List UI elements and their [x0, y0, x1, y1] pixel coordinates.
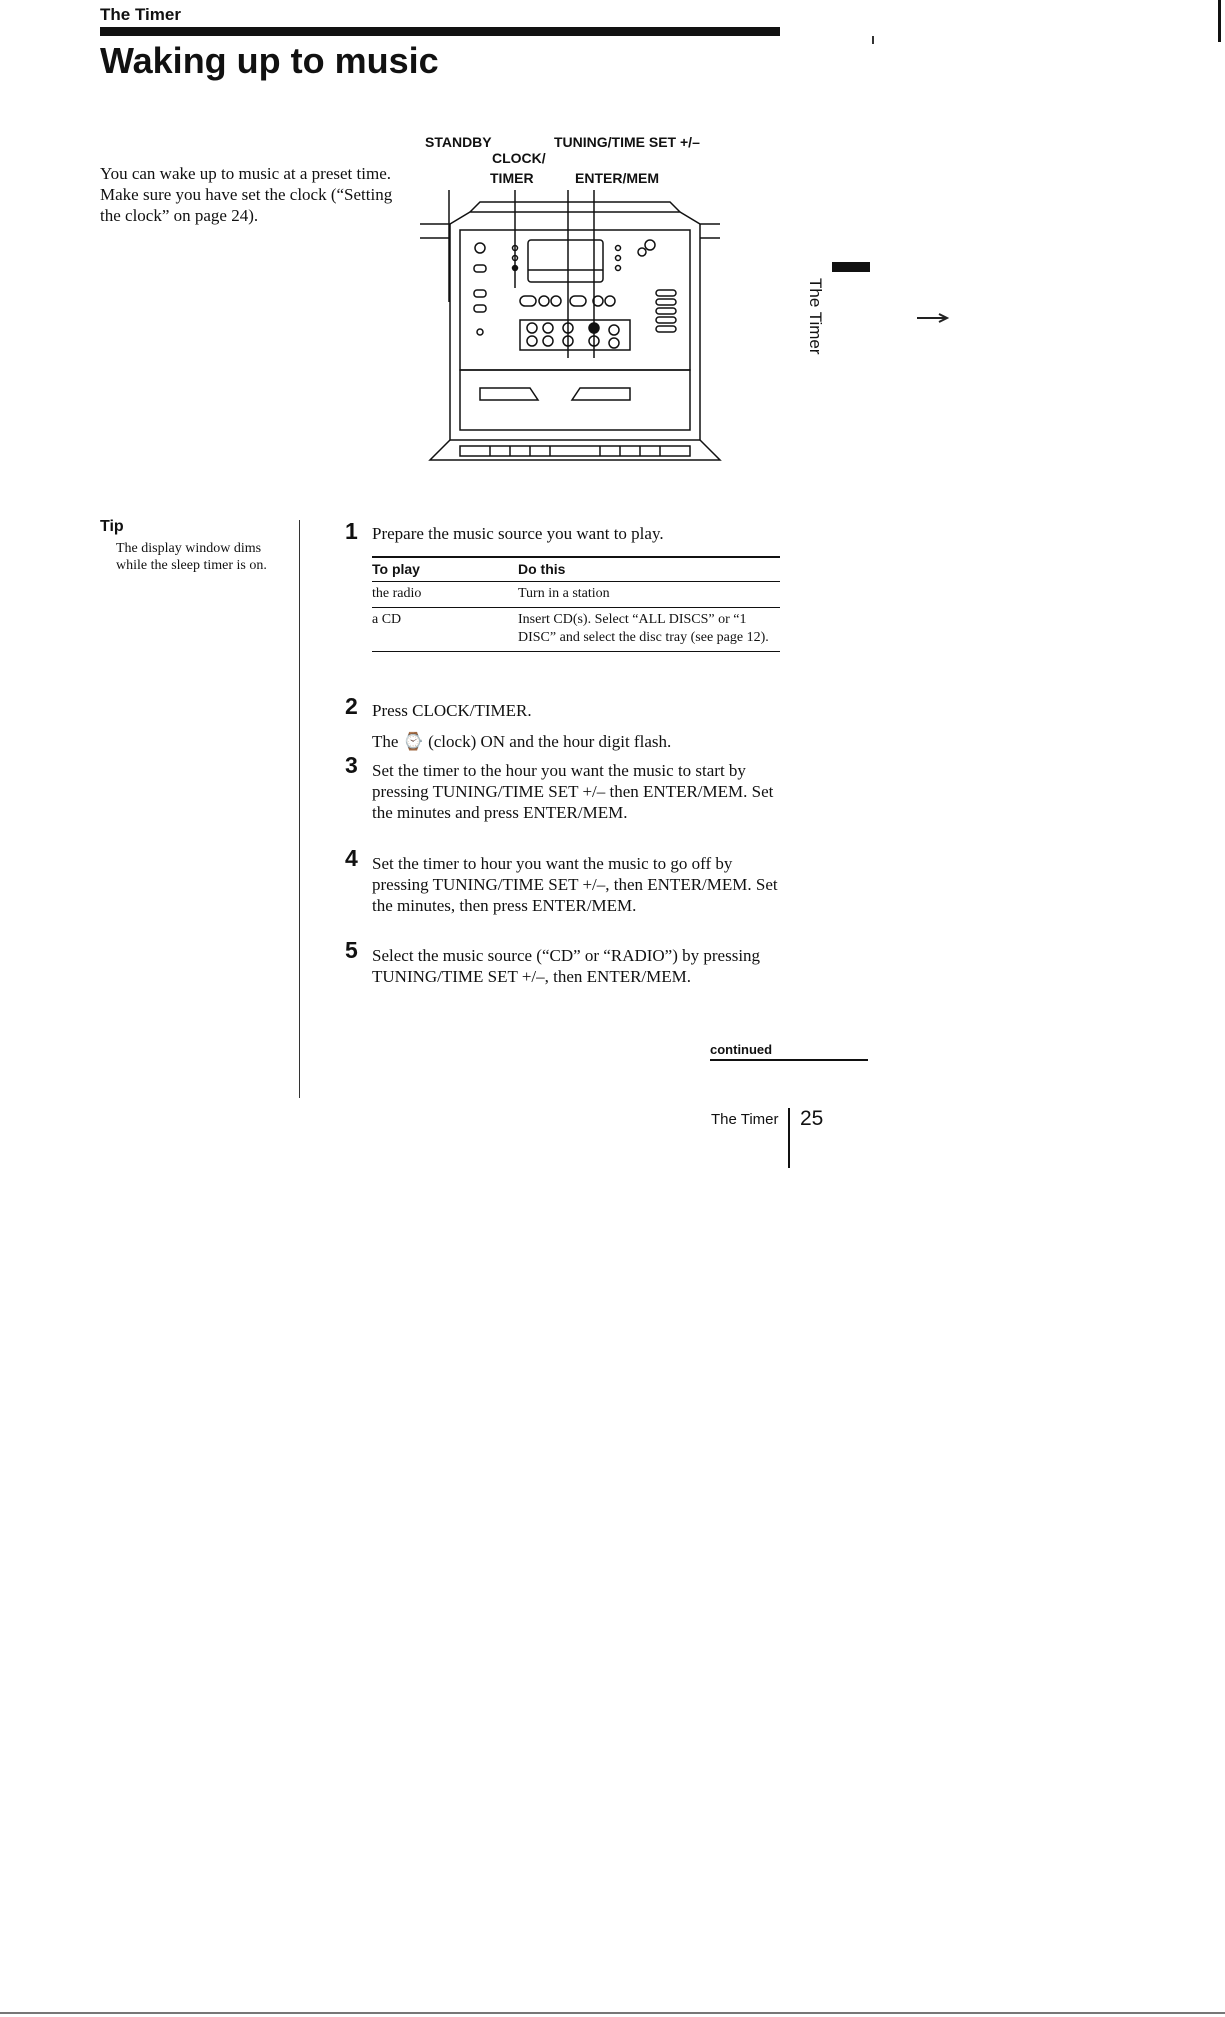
page-number: 25 — [800, 1107, 824, 1130]
side-tab-label: The Timer — [806, 278, 825, 355]
step-text: Prepare the music source you want to pla… — [372, 524, 664, 543]
table-row: the radio Turn in a station — [372, 581, 780, 608]
page-title: Waking up to music — [100, 40, 439, 81]
front-panel — [459, 229, 691, 371]
step-number: 4 — [345, 845, 358, 871]
label-timer: TIMER — [490, 170, 534, 186]
label-standby: STANDBY — [425, 134, 492, 150]
base-strip — [459, 445, 691, 457]
footer-section: The Timer — [711, 1111, 779, 1128]
step-text: Set the timer to the hour you want the m… — [372, 761, 774, 822]
label-clock: CLOCK/ — [492, 150, 546, 166]
table-cell: Turn in a station — [478, 581, 780, 608]
cassette-right — [570, 387, 631, 401]
footer-rule — [788, 1108, 790, 1168]
side-tab: The Timer — [803, 278, 825, 378]
step-text: Press CLOCK/TIMER. — [372, 701, 532, 720]
intro-paragraph: You can wake up to music at a preset tim… — [100, 164, 393, 225]
cassette-left — [479, 387, 540, 401]
step-number: 1 — [345, 518, 358, 544]
table-header-row: To play Do this — [372, 556, 780, 582]
small-mark — [872, 36, 874, 44]
bottom-rule — [0, 2012, 1225, 2014]
arrow-icon — [917, 313, 950, 323]
table-header: Do this — [478, 556, 780, 582]
step-subtext: The ⌚ (clock) ON and the hour digit flas… — [372, 732, 672, 751]
tip-text: The display window dims while the sleep … — [116, 541, 267, 573]
casing-body — [449, 224, 701, 441]
table-cell: a CD — [372, 607, 478, 652]
step-text: Select the music source (“CD” or “RADIO”… — [372, 946, 761, 986]
play-table: To play Do this the radio Turn in a stat… — [372, 556, 780, 652]
label-tuning-time-set: TUNING/TIME SET +/– — [554, 134, 700, 150]
tip-title: Tip — [100, 518, 124, 535]
step-text: Set the timer to hour you want the music… — [372, 854, 778, 915]
label-enter-mem: ENTER/MEM — [575, 170, 659, 186]
stereo-diagram — [420, 190, 722, 461]
table-cell: the radio — [372, 581, 478, 608]
step-number: 5 — [345, 937, 358, 963]
casing-top — [420, 211, 720, 225]
handle — [469, 201, 681, 213]
edge-mark — [1218, 0, 1221, 42]
table-row: a CD Insert CD(s). Select “ALL DISCS” or… — [372, 607, 780, 652]
step-number: 2 — [345, 693, 358, 719]
header-rule — [100, 27, 780, 36]
section-label: The Timer — [100, 5, 181, 24]
table-cell: Insert CD(s). Select “ALL DISCS” or “1 D… — [478, 607, 780, 652]
display-window — [527, 239, 604, 283]
lower-panel — [459, 369, 691, 431]
tip-divider — [299, 520, 300, 1098]
step-number: 3 — [345, 752, 358, 778]
continued-label: continued — [710, 1042, 773, 1057]
casing-base — [428, 439, 722, 461]
table-header: To play — [372, 556, 478, 582]
side-tab-bar — [832, 262, 870, 272]
continued-rule — [710, 1059, 868, 1061]
